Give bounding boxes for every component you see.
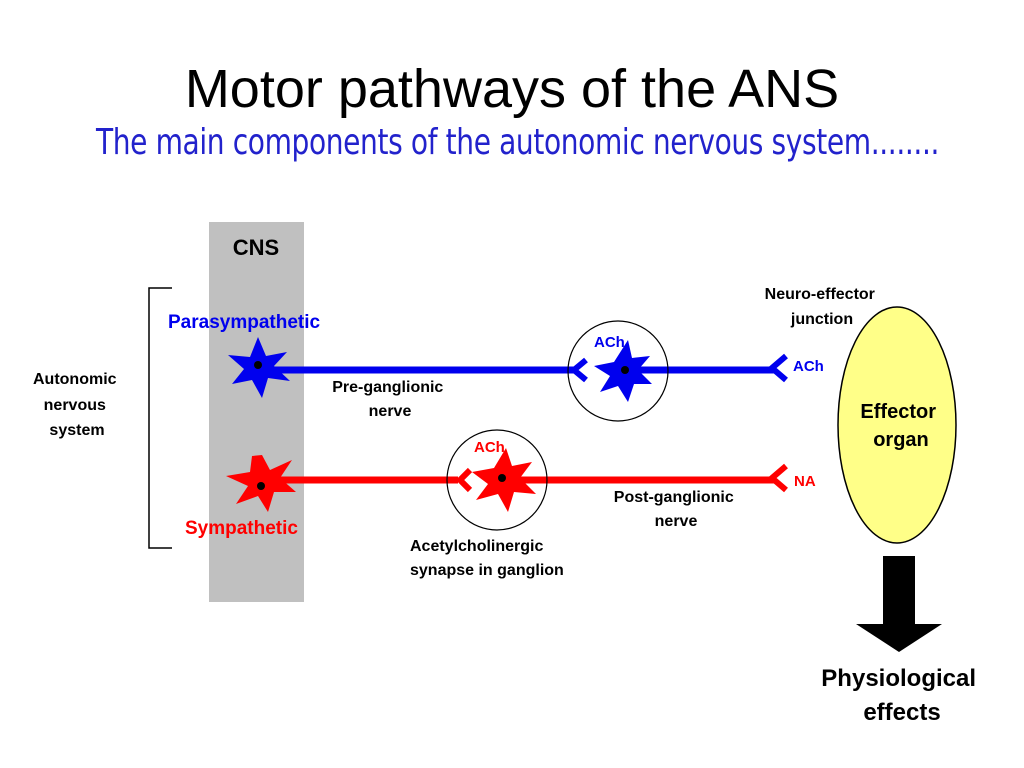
symp-ganglion-ach: ACh bbox=[474, 439, 505, 456]
para-ganglion-ach: ACh bbox=[594, 334, 625, 351]
symp-ganglion-terminal bbox=[455, 467, 473, 493]
sympathetic-label: Sympathetic bbox=[185, 518, 298, 539]
symp-ganglion-circle bbox=[446, 429, 548, 531]
effector-organ bbox=[837, 306, 957, 544]
down-arrow-icon bbox=[856, 556, 942, 652]
ans-bracket bbox=[148, 287, 172, 549]
symp-junction-na: NA bbox=[794, 473, 816, 490]
ans-label: Autonomic nervous system bbox=[33, 371, 121, 439]
para-cns-nucleus bbox=[254, 361, 262, 369]
para-ganglion-circle bbox=[567, 320, 669, 422]
para-junction-terminal bbox=[767, 353, 788, 383]
slide-title: Motor pathways of the ANS bbox=[184, 59, 840, 119]
para-junction-ach: ACh bbox=[793, 358, 824, 375]
post-ganglionic-label: Post-ganglionic nerve bbox=[614, 489, 738, 530]
para-ganglion-terminal bbox=[569, 357, 588, 383]
symp-junction-terminal bbox=[767, 463, 788, 493]
symp-cns-nucleus bbox=[257, 482, 265, 490]
neuro-effector-junction-label: Neuro-effector junction bbox=[765, 286, 880, 328]
cns-bar bbox=[209, 222, 304, 602]
physiological-effects-label: Physiological effects bbox=[821, 665, 982, 726]
synapse-label: Acetylcholinergic synapse in ganglion bbox=[410, 538, 564, 579]
cns-label: CNS bbox=[233, 235, 279, 260]
para-ganglion-nucleus bbox=[621, 366, 629, 374]
pre-ganglionic-label: Pre-ganglionic nerve bbox=[332, 379, 448, 420]
effector-organ-label: Effector organ bbox=[860, 401, 941, 451]
symp-ganglion-nucleus bbox=[498, 474, 506, 482]
parasympathetic-label: Parasympathetic bbox=[168, 312, 321, 333]
